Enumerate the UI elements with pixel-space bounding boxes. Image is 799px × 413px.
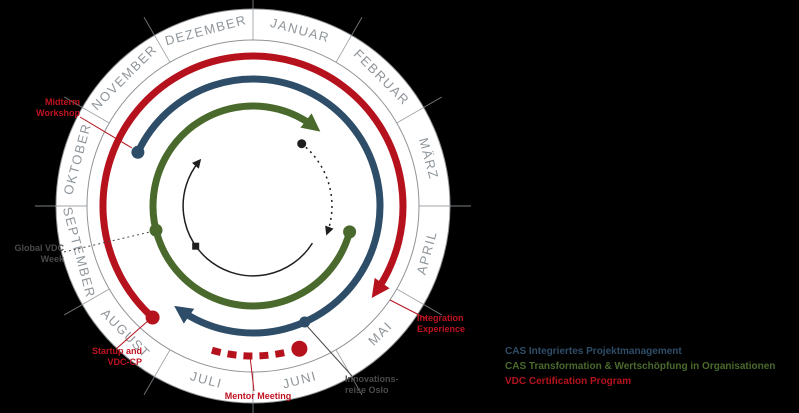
month-boundary-line xyxy=(143,16,171,63)
callout-line: Experience xyxy=(417,324,466,334)
midterm-leader-line xyxy=(79,116,133,149)
callout-line: Global VDC xyxy=(14,243,64,253)
startup-leader-line xyxy=(115,319,150,350)
cas-projektmanagement-arc xyxy=(134,75,384,337)
callout-integration-experience: Integration Experience xyxy=(417,313,487,335)
legend-item-cas-transformation: CAS Transformation & Wertschöpfung in Or… xyxy=(505,361,776,372)
callout-startup-vdc-cp: Startup and VDC-CP xyxy=(76,346,142,368)
vdc-certification-arc xyxy=(99,52,407,321)
callout-line: Mentor Meeting xyxy=(224,391,292,401)
outer-ring-circle xyxy=(55,8,451,404)
cas-transformation-arc xyxy=(149,102,353,310)
inner-square-marker xyxy=(192,242,200,250)
callout-line: Midterm xyxy=(44,97,80,107)
callout-line: Startup and xyxy=(91,346,142,356)
legend: CAS Integriertes Projektmanagement CAS T… xyxy=(505,344,775,389)
mentor-leader-line xyxy=(249,355,255,392)
inner-timeline-arc xyxy=(182,158,314,277)
inner-ring-circle xyxy=(86,39,420,373)
innovationsreise-marker xyxy=(299,316,311,328)
legend-item-cas-projektmanagement: CAS Integriertes Projektmanagement xyxy=(505,346,682,357)
red-milestone-marker xyxy=(291,340,308,357)
callout-line: reise Oslo xyxy=(345,385,389,395)
month-boundary-line xyxy=(63,288,110,316)
month-boundary-line xyxy=(335,16,363,63)
integration-leader-line xyxy=(389,299,428,320)
callout-line: Integration xyxy=(417,313,464,323)
callout-line: Week xyxy=(40,254,64,264)
innovation-leader-line xyxy=(306,325,353,377)
month-boundary-line xyxy=(396,96,443,124)
legend-item-vdc-certification: VDC Certification Program xyxy=(505,376,632,387)
month-boundary-line xyxy=(63,96,110,124)
callout-line: Innovations- xyxy=(345,374,399,384)
callout-line: VDC-CP xyxy=(107,357,142,367)
inner-dot-marker xyxy=(297,139,307,149)
startup-vdc-cp-marker xyxy=(145,310,160,325)
callout-line: Workshop xyxy=(36,108,80,118)
callout-mentor-meeting: Mentor Meeting xyxy=(214,391,302,402)
callout-innovationsreise-oslo: Innovations- reise Oslo xyxy=(345,374,415,396)
vdc-certification-dashed-arc xyxy=(210,346,285,360)
callout-global-vdc-week: Global VDC Week xyxy=(6,243,64,265)
month-boundary-line xyxy=(143,349,171,396)
green-start-marker xyxy=(343,225,357,239)
midterm-workshop-marker xyxy=(131,145,145,159)
wheel-face xyxy=(56,9,450,403)
callout-midterm-workshop: Midterm Workshop xyxy=(22,97,80,119)
month-boundary-line xyxy=(396,288,443,316)
global-vdc-week-marker xyxy=(149,223,163,237)
